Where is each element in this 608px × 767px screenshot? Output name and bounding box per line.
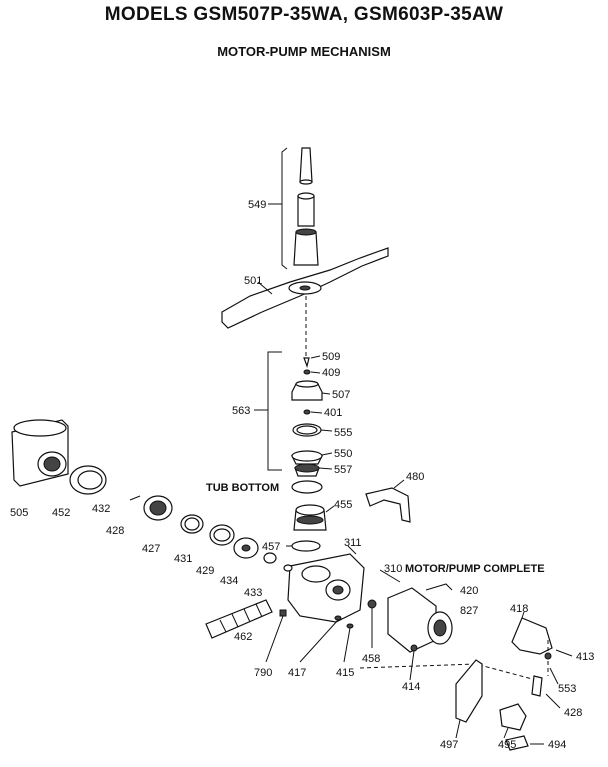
label-452: 452 [52,507,70,519]
label-418: 418 [510,603,528,615]
label-827: 827 [460,605,478,617]
part-563-assembly-drawing [267,351,323,477]
part-494-drawing [505,735,529,751]
part-495-drawing [499,703,527,731]
label-555: 555 [334,427,352,439]
label-tub-bottom: TUB BOTTOM [206,482,279,494]
label-429: 429 [196,565,214,577]
label-433: 433 [244,587,262,599]
part-505-housing-drawing [11,419,69,487]
label-509: 509 [322,351,340,363]
part-418-bracket-drawing [511,617,553,655]
label-311: 311 [344,537,362,549]
part-462-drawing [205,599,273,639]
label-420: 420 [460,585,478,597]
label-501: 501 [244,275,262,287]
label-563: 563 [232,405,250,417]
label-457: 457 [262,541,280,553]
label-549: 549 [248,199,266,211]
part-428-pin-drawing [531,675,543,697]
part-457-drawing [291,540,321,552]
part-415-drawing [346,623,354,629]
label-415: 415 [336,667,354,679]
page-subtitle: MOTOR-PUMP MECHANISM [217,44,391,59]
label-494: 494 [548,739,566,751]
part-452-drawing [69,465,107,495]
part-311-pump-body-drawing [287,553,365,623]
part-553-drawing [544,652,552,660]
label-428-impeller: 428 [106,525,124,537]
label-507: 507 [332,389,350,401]
label-458: 458 [362,653,380,665]
label-497: 497 [440,739,458,751]
motor-drawing [387,587,453,653]
part-434-drawing [263,552,277,564]
part-497-drawing [455,659,483,723]
part-414-drawing [410,644,418,652]
label-434: 434 [220,575,238,587]
label-553: 553 [558,683,576,695]
part-455-drawing [293,504,327,531]
part-458-drawing [367,599,377,609]
label-413: 413 [576,651,594,663]
label-505: 505 [10,507,28,519]
label-414: 414 [402,681,420,693]
label-550: 550 [334,448,352,460]
label-motor-pump-complete: MOTOR/PUMP COMPLETE [405,563,545,575]
label-409: 409 [322,367,340,379]
label-432: 432 [92,503,110,515]
label-462: 462 [234,631,252,643]
part-417-drawing [334,615,342,621]
label-427: 427 [142,543,160,555]
part-428-impeller-drawing [143,495,173,521]
label-557: 557 [334,464,352,476]
label-401: 401 [324,407,342,419]
label-480: 480 [406,471,424,483]
tub-bottom-ring-drawing [291,480,323,494]
page-title: MODELS GSM507P-35WA, GSM603P-35AW [104,4,504,25]
label-431: 431 [174,553,192,565]
label-455: 455 [334,499,352,511]
label-790: 790 [254,667,272,679]
label-417: 417 [288,667,306,679]
part-790-drawing [279,609,287,617]
label-428-pin: 428 [564,707,582,719]
label-310: 310 [384,563,402,575]
part-501-spray-arm-drawing [221,247,389,329]
part-480-drawing [365,487,411,523]
part-433-drawing [283,564,293,572]
label-495: 495 [498,739,516,751]
part-549-drawing [281,147,319,270]
